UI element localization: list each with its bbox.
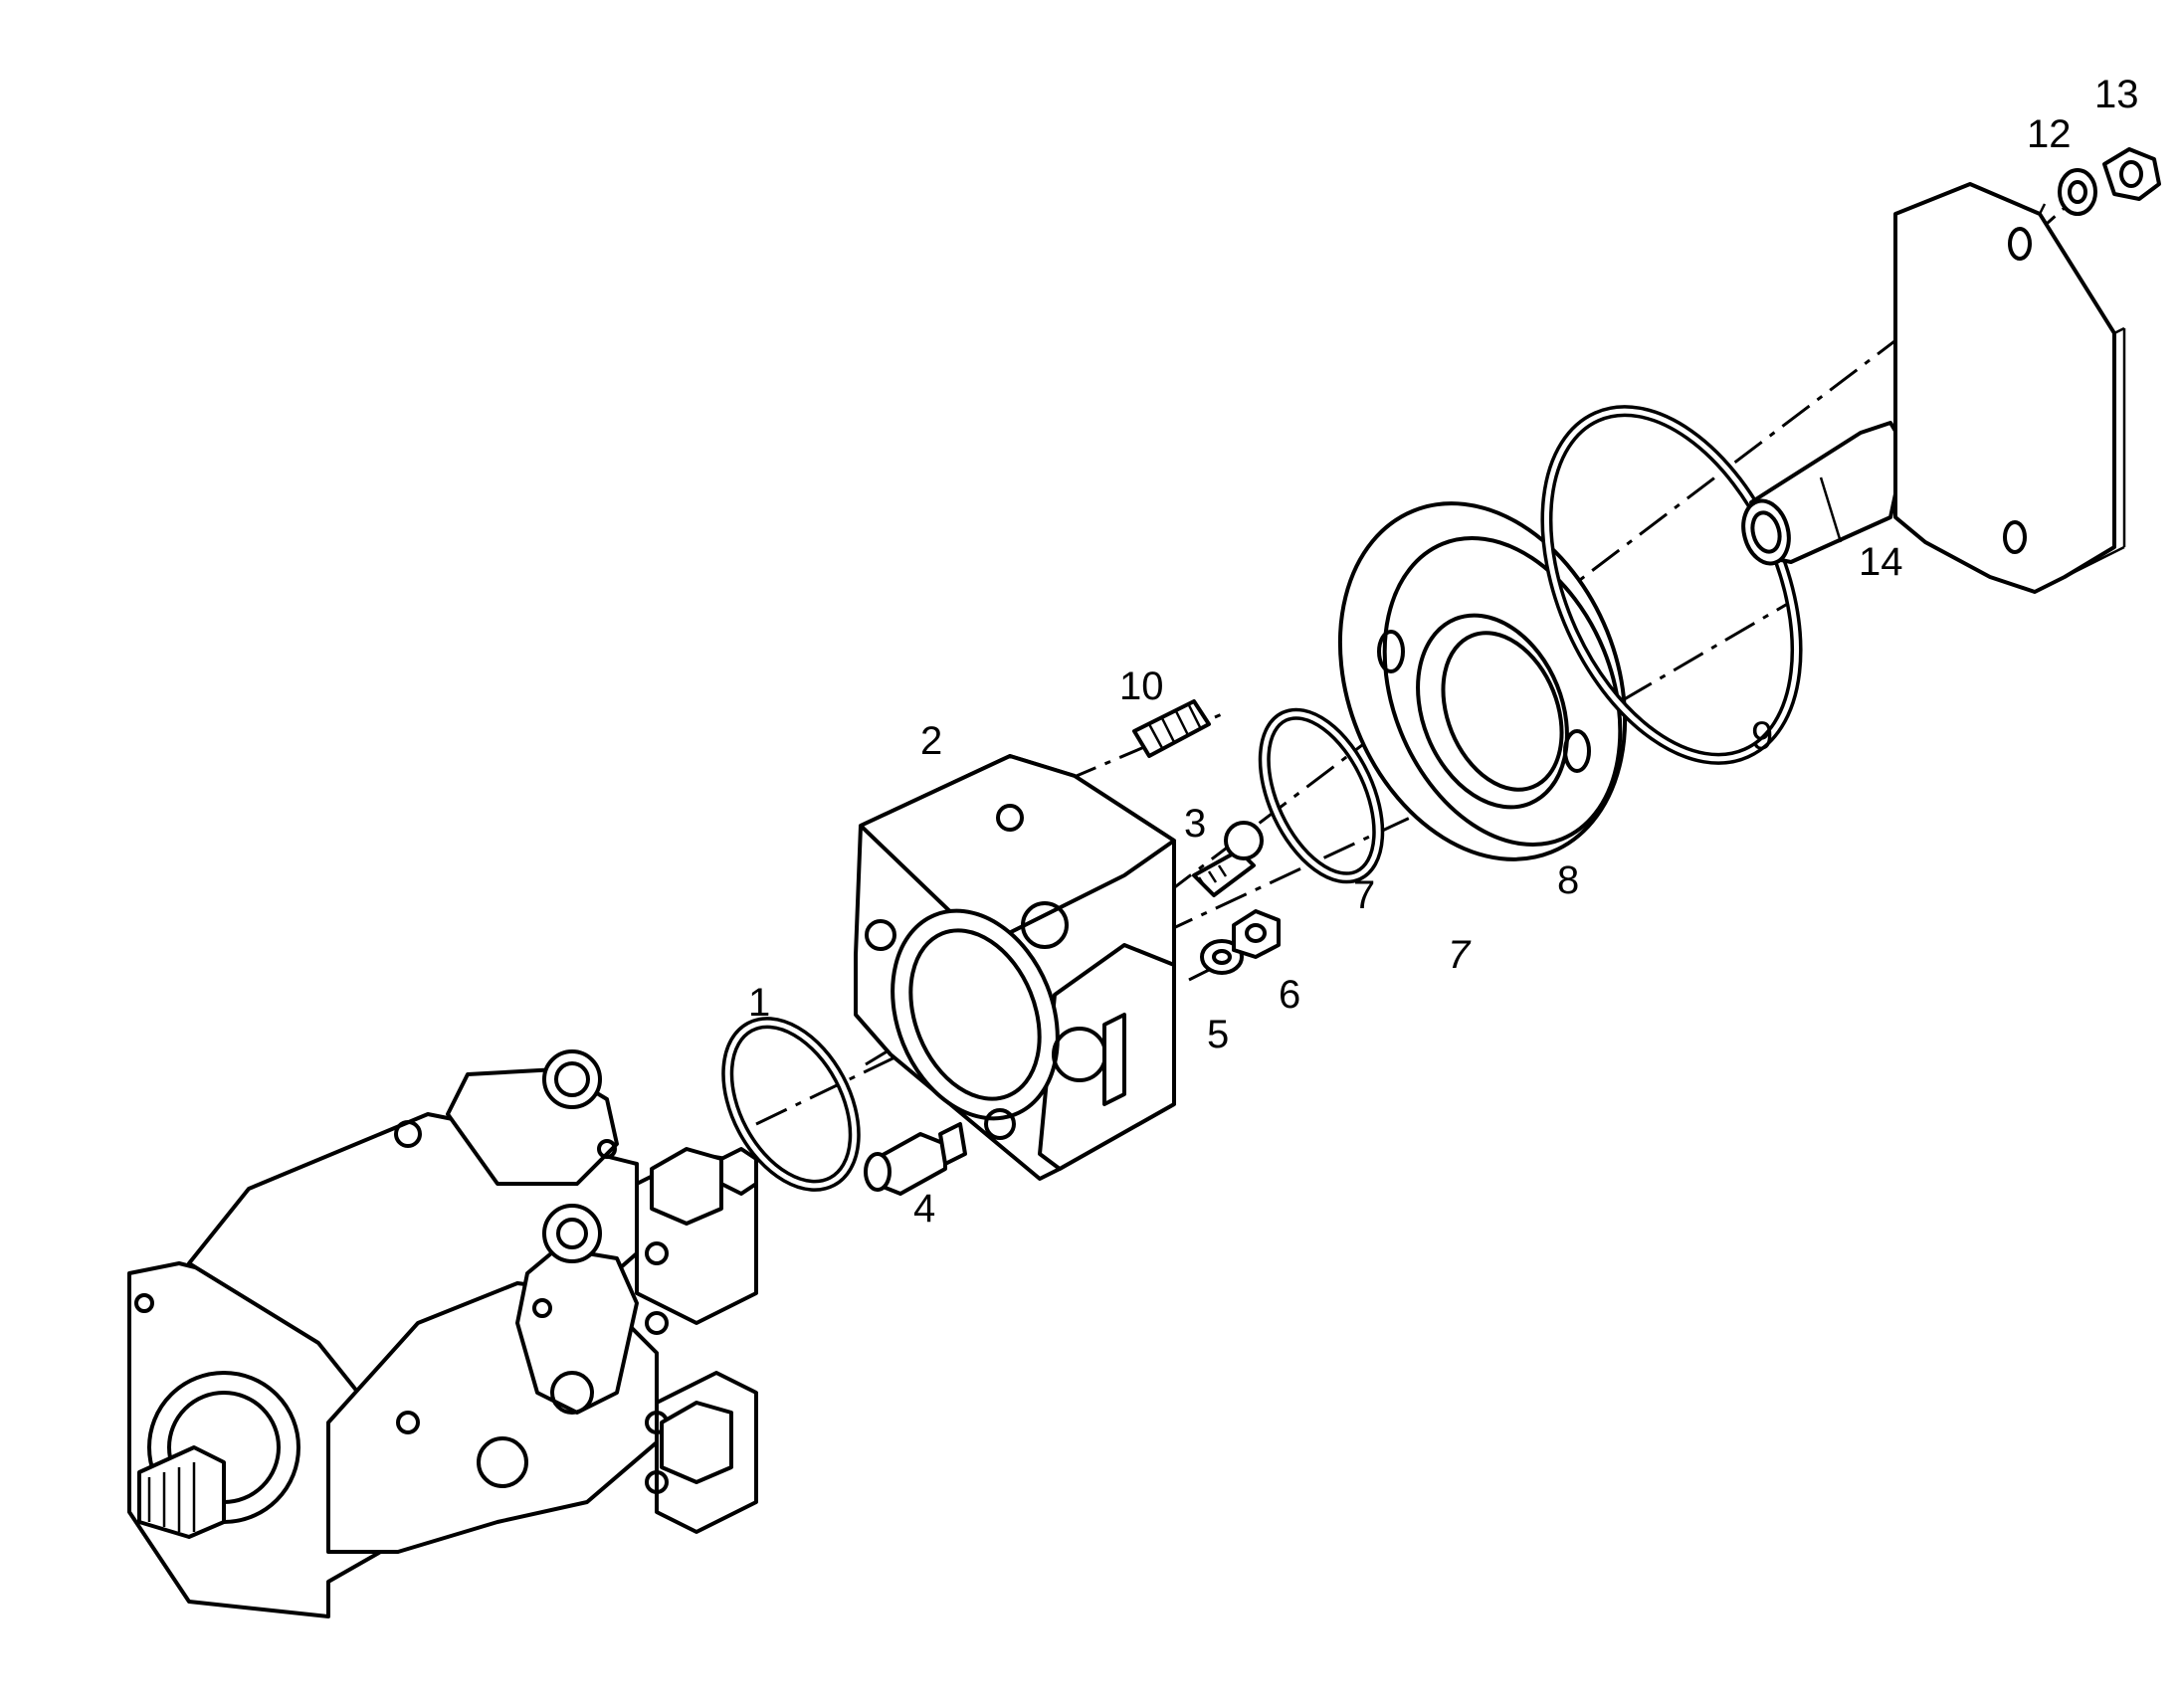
callout-2: 2 bbox=[920, 719, 943, 763]
callout-7-secondary: 7 bbox=[1448, 933, 1471, 977]
callout-4: 4 bbox=[913, 1187, 936, 1231]
callout-3: 3 bbox=[1184, 802, 1207, 846]
part-1-o-ring bbox=[721, 1017, 861, 1192]
callout-9: 9 bbox=[1751, 714, 1774, 758]
part-14-coupling-sleeve bbox=[1741, 421, 1907, 566]
part-3-screw bbox=[1192, 821, 1264, 897]
mounting-plate bbox=[1893, 182, 2126, 594]
part-2-adapter-flange bbox=[854, 754, 1176, 1181]
part-7-o-ring bbox=[1258, 707, 1385, 884]
part-13-nut bbox=[2102, 147, 2161, 201]
callout-10: 10 bbox=[1119, 664, 1164, 708]
callout-14: 14 bbox=[1859, 540, 1903, 584]
callout-13: 13 bbox=[2094, 73, 2139, 116]
callout-1: 1 bbox=[748, 981, 771, 1025]
part-4-fitting bbox=[864, 1122, 967, 1196]
callout-5: 5 bbox=[1207, 1013, 1230, 1056]
callout-6: 6 bbox=[1279, 973, 1301, 1017]
part-10-stud bbox=[1132, 699, 1211, 758]
callout-8: 8 bbox=[1557, 858, 1580, 902]
part-12-washer bbox=[2058, 168, 2097, 216]
callout-12: 12 bbox=[2027, 112, 2072, 156]
part-8-cover-flange bbox=[1337, 501, 1628, 861]
callout-7-o-ring: 7 bbox=[1353, 873, 1376, 917]
hydraulic-pump-body bbox=[127, 1049, 758, 1618]
part-6-nut bbox=[1232, 909, 1281, 959]
